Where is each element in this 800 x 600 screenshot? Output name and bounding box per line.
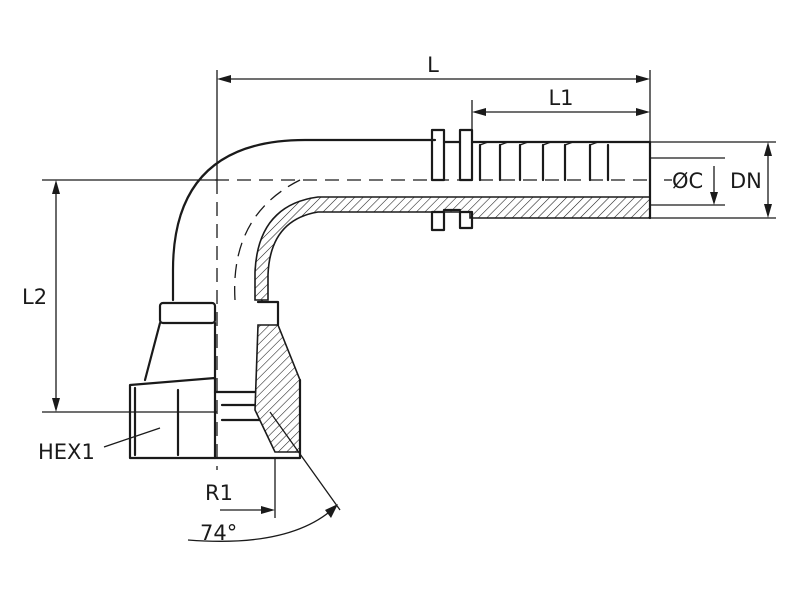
dim-DN: DN bbox=[650, 141, 776, 219]
label-R1: R1 bbox=[205, 481, 233, 505]
label-HEX1: HEX1 bbox=[38, 440, 95, 464]
section-hatch bbox=[254, 196, 651, 301]
dim-angle: 74° bbox=[187, 411, 341, 545]
label-angle: 74° bbox=[200, 521, 237, 545]
label-OC: ØC bbox=[672, 169, 703, 193]
label-L1: L1 bbox=[548, 86, 573, 110]
dim-L2: L2 bbox=[22, 179, 217, 413]
label-L2: L2 bbox=[22, 285, 47, 309]
hose-tail bbox=[430, 128, 652, 232]
dim-HEX1: HEX1 bbox=[38, 427, 161, 464]
dim-R1: R1 bbox=[205, 458, 276, 518]
dim-L1: L1 bbox=[471, 86, 650, 130]
swivel-nut bbox=[128, 300, 302, 460]
label-L: L bbox=[427, 53, 439, 77]
label-DN: DN bbox=[730, 169, 762, 193]
elbow-body bbox=[171, 138, 437, 302]
dim-OC: ØC bbox=[650, 157, 725, 206]
center-lines bbox=[215, 179, 648, 470]
dim-L: L bbox=[216, 53, 651, 180]
